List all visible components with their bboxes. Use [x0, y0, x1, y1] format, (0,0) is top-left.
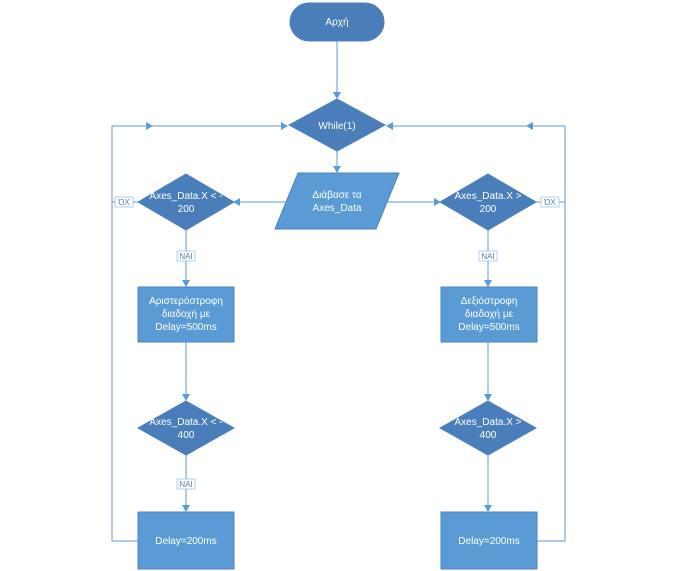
arrowhead [281, 122, 288, 130]
delay-right-label: Delay=200ms [458, 536, 519, 547]
action-right-label: διαδοχή με [465, 308, 514, 320]
check-left-200-label: Axes_Data.X < - [149, 191, 222, 202]
edge-label-no-left: ΌΧ [114, 196, 134, 208]
action-left-node: Αριστερόστροφη διαδοχή με Delay=500ms [137, 286, 235, 343]
check-left-400-label: Axes_Data.X < - [149, 417, 222, 428]
arrowhead [182, 280, 190, 287]
check-right-200-decision: Axes_Data.X > 200 [439, 173, 537, 231]
arrowhead [182, 505, 190, 512]
edge-label-text: ΌΧ [117, 198, 130, 207]
arrowhead [146, 122, 153, 130]
check-left-200-label: 200 [178, 204, 195, 215]
action-left-label: Αριστερόστροφη [149, 295, 223, 307]
while-decision: While(1) [287, 98, 387, 152]
edge-left-delay-loop [111, 202, 138, 542]
check-right-200-label: 200 [480, 204, 497, 215]
edge-label-text: ΌΧ [543, 198, 556, 207]
edge-label-yes-right-1: ΝΑΙ [478, 250, 498, 262]
edge-label-text: ΝΑΙ [481, 252, 494, 261]
arrowhead [233, 198, 240, 206]
arrowhead [182, 394, 190, 401]
action-right-label: Δεξιόστροφη [461, 295, 518, 307]
arrowhead [434, 198, 441, 206]
edge-label-no-right: ΌΧ [540, 196, 560, 208]
arrowhead [484, 280, 492, 287]
start-node-label: Αρχή [325, 16, 348, 28]
action-right-node: Δεξιόστροφη διαδοχή με Delay=500ms [440, 286, 538, 343]
arrowhead [526, 122, 533, 130]
check-left-400-decision: Axes_Data.X < - 400 [136, 400, 236, 456]
action-left-label: διαδοχή με [162, 308, 211, 320]
check-left-400-label: 400 [178, 430, 195, 441]
delay-left-node: Delay=200ms [137, 511, 235, 570]
edge-right-delay-loop [537, 202, 566, 542]
delay-left-label: Delay=200ms [155, 536, 216, 547]
arrowhead [484, 394, 492, 401]
start-node: Αρχή [289, 2, 385, 42]
arrowhead [484, 505, 492, 512]
check-right-400-label: 400 [480, 430, 497, 441]
arrowhead [333, 92, 341, 99]
while-decision-label: While(1) [318, 121, 355, 132]
edge-label-text: ΝΑΙ [179, 480, 192, 489]
delay-right-node: Delay=200ms [440, 511, 538, 570]
check-right-400-label: Axes_Data.X > [455, 417, 522, 428]
edge-label-yes-left-2: ΝΑΙ [176, 478, 196, 490]
edge-label-yes-left-1: ΝΑΙ [176, 250, 196, 262]
connectors [111, 41, 566, 542]
arrowhead [386, 122, 393, 130]
check-right-200-label: Axes_Data.X > [455, 191, 522, 202]
edge-label-text: ΝΑΙ [179, 252, 192, 261]
read-input-label: Axes_Data [313, 203, 362, 214]
action-left-label: Delay=500ms [155, 322, 216, 333]
read-input-label: Διάβασε τα [312, 189, 361, 201]
check-right-400-decision: Axes_Data.X > 400 [438, 400, 538, 456]
action-right-label: Delay=500ms [458, 322, 519, 333]
read-input-node: Διάβασε τα Axes_Data [274, 172, 400, 230]
arrowhead [333, 166, 341, 173]
check-left-200-decision: Axes_Data.X < - 200 [137, 173, 235, 231]
